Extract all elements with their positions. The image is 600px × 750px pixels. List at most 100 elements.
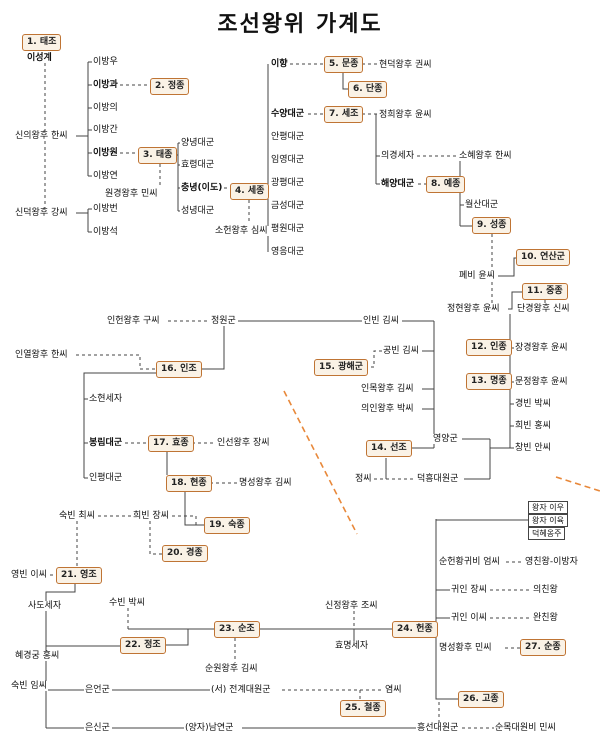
lbl-changbin-ahn: 창빈 안씨 <box>514 443 552 453</box>
king-27-sunjong: 27. 순종 <box>520 639 566 656</box>
box-prince-yiyuk: 왕자 이육 <box>528 514 568 527</box>
edge-81 <box>45 584 76 601</box>
lbl-yi-seong-gye: 이성계 <box>26 53 53 63</box>
lbl-queen-jeonghyeon: 정현왕후 윤씨 <box>446 304 501 314</box>
lbl-sukbin-choi: 숙빈 최씨 <box>58 511 96 521</box>
king-19-sukjong: 19. 숙종 <box>204 517 250 534</box>
lbl-huibin-hong: 희빈 홍씨 <box>514 421 552 431</box>
lbl-empress-myeongseong: 명성황후 민씨 <box>438 643 493 653</box>
lbl-yeongbin-yi: 영빈 이씨 <box>10 570 48 580</box>
king-24-heonjong: 24. 헌종 <box>392 621 438 638</box>
lbl-jeongssi: 정씨 <box>354 474 373 484</box>
lbl-gwiin-jang: 귀인 장씨 <box>450 585 488 595</box>
lbl-sunheon-eom: 순헌황귀비 엄씨 <box>438 557 501 567</box>
lbl-anpyeong: 안평대군 <box>270 132 306 142</box>
edge-109 <box>283 390 358 535</box>
lbl-yi-bang-seok: 이방석 <box>92 227 119 237</box>
lbl-queen-inheon: 인헌왕후 구씨 <box>106 316 161 326</box>
lbl-hyoryeong: 효령대군 <box>180 160 216 170</box>
lbl-hyomyeong-seja: 효명세자 <box>334 641 370 651</box>
lbl-yi-bang-won: 이방원 <box>92 148 119 158</box>
king-12-injong: 12. 인종 <box>466 339 512 356</box>
lbl-yi-bang-ui: 이방의 <box>92 103 119 113</box>
lbl-queen-soheon: 소헌왕후 심씨 <box>214 226 269 236</box>
edge-66 <box>76 354 156 370</box>
edge-77 <box>172 515 204 526</box>
lbl-gwiin-yi: 귀인 이씨 <box>450 613 488 623</box>
box-prince-yiwu: 왕자 이우 <box>528 501 568 514</box>
king-03-taejong: 3. 태종 <box>138 147 178 164</box>
king-14-seonjo: 14. 선조 <box>366 440 412 457</box>
lbl-gwangpyeong: 광평대군 <box>270 178 306 188</box>
lbl-yi-bang-beon: 이방번 <box>92 204 119 214</box>
lbl-eunsingun: 은신군 <box>84 723 111 733</box>
lbl-yi-bang-gwa: 이방과 <box>92 80 119 90</box>
lbl-yi-bang-yeon: 이방연 <box>92 171 119 181</box>
lbl-uichinwang: 의친왕 <box>532 585 559 595</box>
king-10-yeonsangun: 10. 연산군 <box>516 249 570 266</box>
lbl-yi-bang-u: 이방우 <box>92 57 119 67</box>
lbl-queen-sindeok: 신덕왕후 강씨 <box>14 208 69 218</box>
lbl-queen-inseon: 인선왕후 장씨 <box>216 438 271 448</box>
edge-88 <box>158 629 189 646</box>
lbl-jeongwongun: 정원군 <box>210 316 237 326</box>
lbl-sukbin-im: 숙빈 임씨 <box>10 681 48 691</box>
lbl-sunmok-min: 순목대원비 민씨 <box>494 723 557 733</box>
edge-75 <box>184 492 204 526</box>
lbl-gongbin-kim: 공빈 김씨 <box>382 346 420 356</box>
lbl-namyeongun: (양자)남연군 <box>184 723 235 733</box>
lbl-suyang: 수양대군 <box>270 109 306 119</box>
lbl-geumseong: 금성대군 <box>270 201 306 211</box>
lbl-wolsan: 월산대군 <box>464 200 500 210</box>
lbl-pyebi-yun: 폐비 윤씨 <box>458 271 496 281</box>
lbl-bongnim: 봉림대군 <box>88 438 124 448</box>
lbl-queen-wongyeong: 원경왕후 민씨 <box>104 189 159 199</box>
lbl-queen-myeongseong-kim: 명성왕후 김씨 <box>238 478 293 488</box>
lbl-pyeongwon: 평원대군 <box>270 224 306 234</box>
king-26-gojong: 26. 고종 <box>458 691 504 708</box>
lbl-queen-inmok: 인목왕후 김씨 <box>360 384 415 394</box>
king-17-hyojong: 17. 효종 <box>148 435 194 452</box>
lbl-queen-sohye: 소혜왕후 한씨 <box>458 151 513 161</box>
lbl-queen-dangyeong: 단경왕후 신씨 <box>516 304 571 314</box>
lbl-queen-sinui: 신의왕후 한씨 <box>14 131 69 141</box>
lbl-wanchinwang: 완친왕 <box>532 613 559 623</box>
lbl-yeomssi: 염씨 <box>384 685 403 695</box>
lbl-sohyeon-seja: 소현세자 <box>88 394 124 404</box>
edge-27 <box>342 73 348 90</box>
edge-67 <box>83 372 156 478</box>
king-05-munjong: 5. 문종 <box>324 56 364 73</box>
edge-110 <box>555 476 600 492</box>
king-18-hyeonjong: 18. 현종 <box>166 475 212 492</box>
lbl-heungseon-daewongun: 흥선대원군 <box>416 723 460 733</box>
lbl-subin-park: 수빈 박씨 <box>108 598 146 608</box>
lbl-queen-munjeong: 문정왕후 윤씨 <box>514 377 569 387</box>
edge-100 <box>438 698 458 723</box>
king-25-cheoljong: 25. 철종 <box>340 700 386 717</box>
lbl-chungnyeong: 충녕(이도) <box>180 183 224 193</box>
king-04-sejong: 4. 세종 <box>230 183 270 200</box>
lbl-yi-bang-gan: 이방간 <box>92 125 119 135</box>
king-22-jeongjo: 22. 정조 <box>120 637 166 654</box>
lbl-gyeongbin-park: 경빈 박씨 <box>514 399 552 409</box>
lbl-queen-hyeondeok: 현덕왕후 권씨 <box>378 60 433 70</box>
lbl-yi-hyang: 이향 <box>270 59 289 69</box>
lbl-jeongye-daewongun: (서) 전계대원군 <box>210 685 272 695</box>
king-15-gwanghaegun: 15. 광해군 <box>314 359 368 376</box>
lbl-uigyeong-seja: 의경세자 <box>380 151 416 161</box>
king-21-yeongjo: 21. 영조 <box>56 567 102 584</box>
edge-78 <box>149 521 162 555</box>
edge-40 <box>508 291 522 310</box>
lbl-queen-inyeol: 인열왕후 한씨 <box>14 350 69 360</box>
lbl-queen-janggyeong: 장경왕후 윤씨 <box>514 343 569 353</box>
lbl-hyegyeonggung-hong: 혜경궁 홍씨 <box>14 651 61 661</box>
king-08-yejong: 8. 예종 <box>426 176 466 193</box>
lbl-yeongchinwang: 영친왕-이방자 <box>524 557 579 567</box>
king-20-gyeongjong: 20. 경종 <box>162 545 208 562</box>
box-deokhye-ongju: 덕혜옹주 <box>528 527 566 540</box>
king-09-seongjong: 9. 성종 <box>472 217 512 234</box>
king-11-jungjong: 11. 중종 <box>522 283 568 300</box>
lbl-inbin-kim: 인빈 김씨 <box>362 316 400 326</box>
lbl-queen-jeonghui: 정희왕후 윤씨 <box>378 110 433 120</box>
